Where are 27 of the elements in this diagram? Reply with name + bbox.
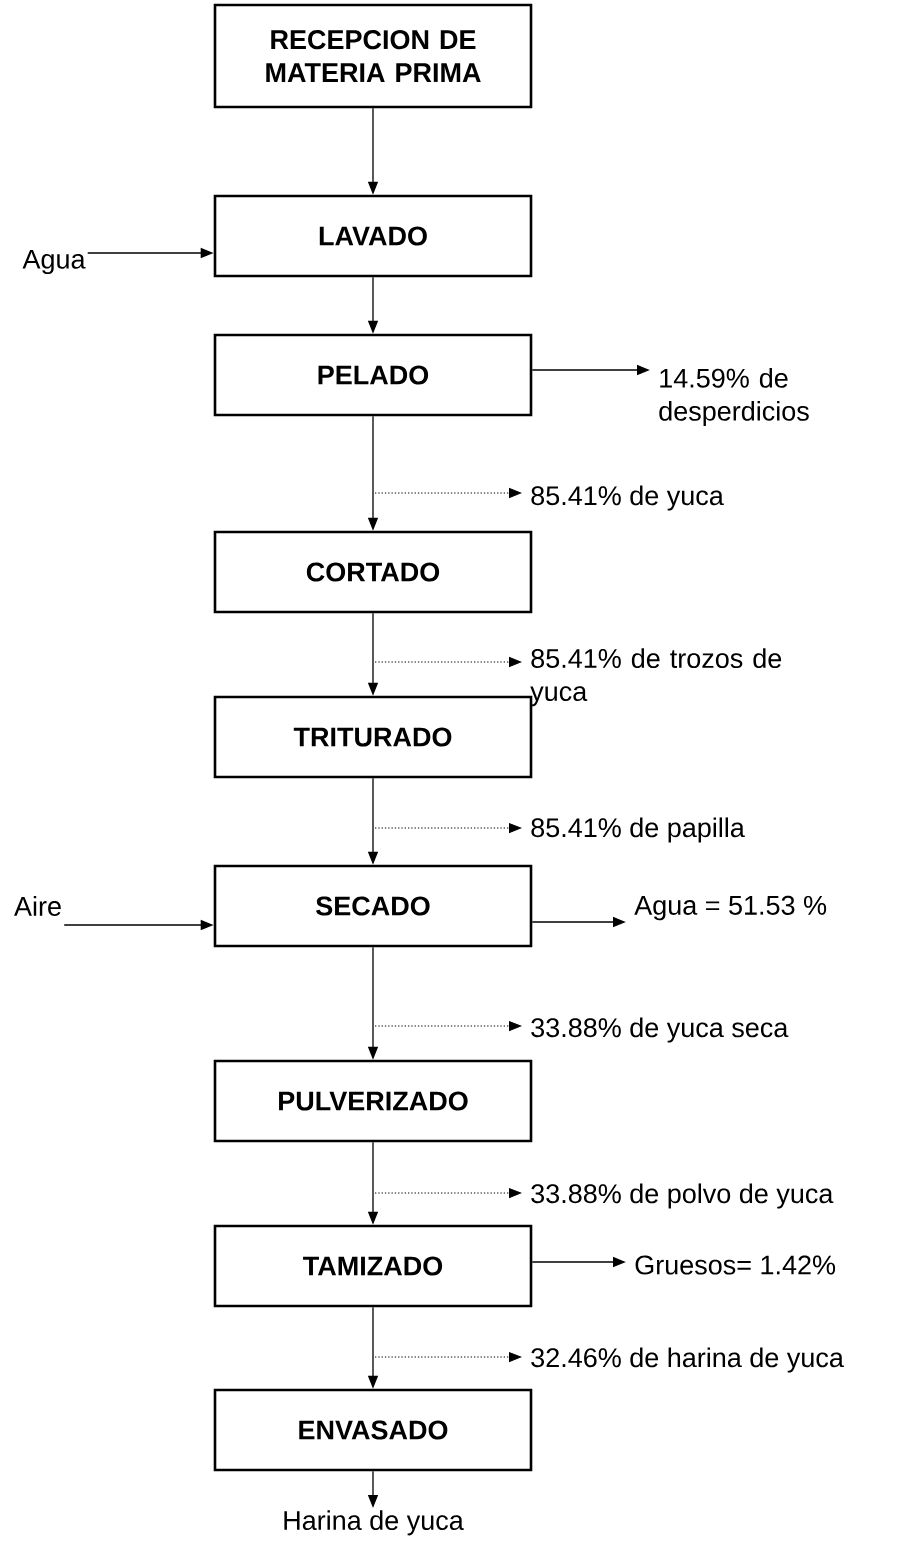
flow-label: 33.88% de polvo de yuca: [531, 1183, 834, 1209]
flow-label: 85.41% de yuca: [531, 485, 724, 511]
flow-label: 85.41% de papilla: [531, 817, 745, 843]
process-box: TRITURADO: [213, 695, 533, 779]
arrow: [374, 1188, 522, 1198]
process-box: PULVERIZADO: [213, 1059, 533, 1143]
arrow: [374, 488, 522, 498]
flow-label: 85.41% de trozos de yuca: [530, 648, 782, 707]
process-box: LAVADO: [213, 194, 533, 278]
flow-label: 33.88% de yuca seca: [531, 1017, 789, 1043]
process-box: ENVASADO: [213, 1388, 533, 1472]
arrow: [374, 1352, 522, 1362]
flow-label: 14.59% de desperdicios: [659, 367, 809, 427]
flow-label: Agua: [22, 249, 86, 275]
arrow: [374, 657, 522, 667]
process-box: PELADO: [213, 333, 533, 417]
process-box: RECEPCION DE MATERIA PRIMA: [213, 3, 533, 109]
arrow: [374, 823, 522, 833]
flow-label: 32.46% de harina de yuca: [531, 1347, 844, 1373]
arrow: [374, 1021, 522, 1031]
process-box: TAMIZADO: [213, 1224, 533, 1308]
flow-label: Harina de yuca: [284, 1510, 464, 1536]
flow-label: Gruesos= 1.42%: [635, 1255, 836, 1275]
process-box: CORTADO: [213, 530, 533, 614]
flow-label: Agua = 51.53 %: [634, 895, 827, 921]
flow-label: Aire: [14, 896, 61, 916]
process-box: SECADO: [213, 864, 533, 948]
